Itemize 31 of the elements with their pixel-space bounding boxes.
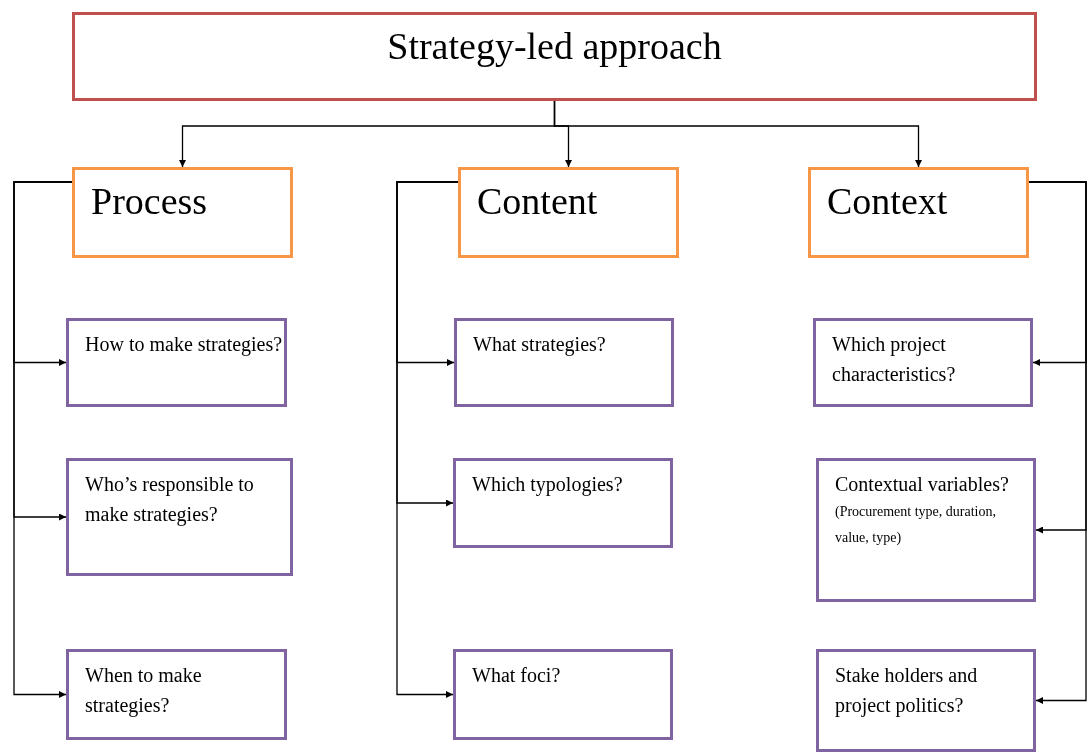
question-box: [453, 458, 673, 548]
title-box: [72, 12, 1037, 101]
box-text: Content: [477, 182, 599, 220]
question-box: [454, 318, 674, 407]
question-box: [66, 649, 287, 740]
connector-arrow: [13, 181, 73, 698]
connector-arrow: [553, 100, 922, 168]
box-text: Context: [827, 182, 949, 220]
box-text: What foci?: [472, 663, 562, 688]
question-box: [813, 318, 1033, 407]
question-box: [453, 649, 673, 740]
box-text: Process: [91, 182, 209, 220]
connector-arrow: [1028, 181, 1087, 704]
question-box: [816, 649, 1036, 752]
category-box: [458, 167, 679, 258]
connector-arrow: [396, 181, 459, 698]
box-text: What strategies?: [473, 332, 607, 358]
box-note: (Procurement type, duration, value, type): [835, 503, 997, 547]
box-text: Contextual variables?: [835, 472, 1010, 497]
question-box: [66, 318, 287, 407]
box-text: Which typologies?: [472, 472, 624, 498]
box-text: Which project characteristics?: [832, 332, 957, 387]
box-text: Stake holders and project politics?: [835, 663, 979, 719]
question-box: [66, 458, 293, 576]
question-box: [816, 458, 1036, 602]
category-box: [72, 167, 293, 258]
box-text: Who’s responsible to make strategies?: [85, 472, 255, 528]
box-text: How to make strategies?: [85, 332, 284, 358]
box-text: Strategy-led approach: [387, 27, 722, 65]
box-text: When to make strategies?: [85, 663, 203, 719]
category-box: [808, 167, 1029, 258]
